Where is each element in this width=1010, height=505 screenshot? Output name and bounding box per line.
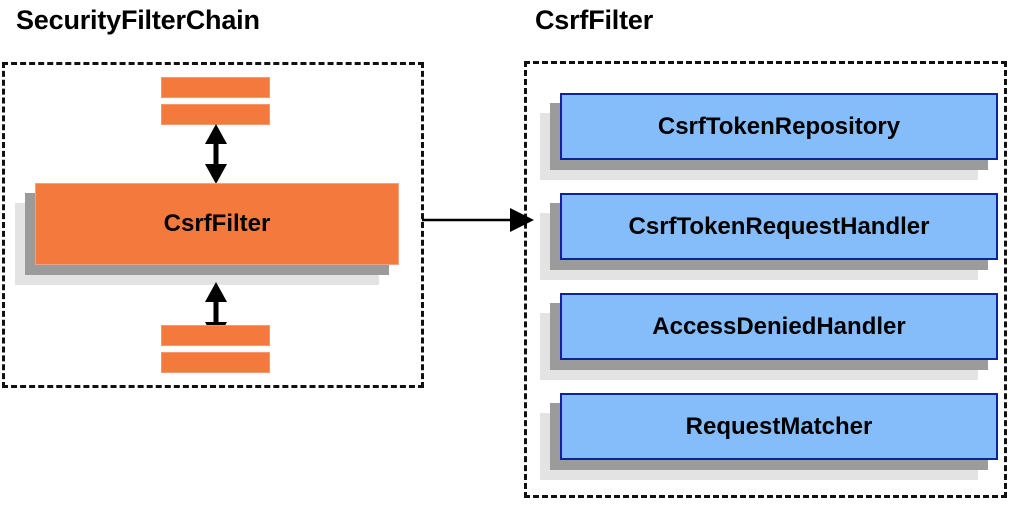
csrf-filter-container	[524, 61, 1007, 498]
collaborator-label: CsrfTokenRequestHandler	[628, 212, 930, 240]
collaborator-face[interactable]: CsrfTokenRepository	[560, 93, 998, 160]
csrf-filter-label: CsrfFilter	[163, 210, 271, 237]
double-arrow-up-down-top-icon	[205, 124, 227, 184]
filter-bar-below-1	[161, 325, 270, 346]
page-title-csrf-filter: CsrfFilter	[535, 5, 654, 35]
collaborator-node-csrf-token-repository[interactable]: CsrfTokenRepository	[540, 93, 998, 180]
security-filter-chain-container	[2, 62, 424, 388]
collaborator-node-access-denied-handler[interactable]: AccessDeniedHandler	[540, 293, 998, 380]
collaborator-face[interactable]: RequestMatcher	[560, 393, 998, 460]
collaborator-label: AccessDeniedHandler	[652, 312, 906, 340]
collaborator-label: CsrfTokenRepository	[657, 112, 901, 140]
collaborator-label: RequestMatcher	[685, 412, 873, 440]
csrf-filter-node[interactable]: CsrfFilter	[15, 183, 399, 285]
page-title-security-filter-chain: SecurityFilterChain	[16, 5, 260, 35]
csrf-filter-face[interactable]: CsrfFilter	[35, 183, 399, 265]
filter-bar-above-1	[161, 77, 270, 98]
filter-bar-below-2	[161, 352, 270, 373]
collaborator-face[interactable]: CsrfTokenRequestHandler	[560, 193, 998, 260]
filter-bar-above-2	[161, 104, 270, 125]
connector-arrow-right-icon	[422, 208, 534, 232]
collaborator-face[interactable]: AccessDeniedHandler	[560, 293, 998, 360]
collaborator-node-request-matcher[interactable]: RequestMatcher	[540, 393, 998, 480]
collaborator-node-csrf-token-request-handler[interactable]: CsrfTokenRequestHandler	[540, 193, 998, 280]
